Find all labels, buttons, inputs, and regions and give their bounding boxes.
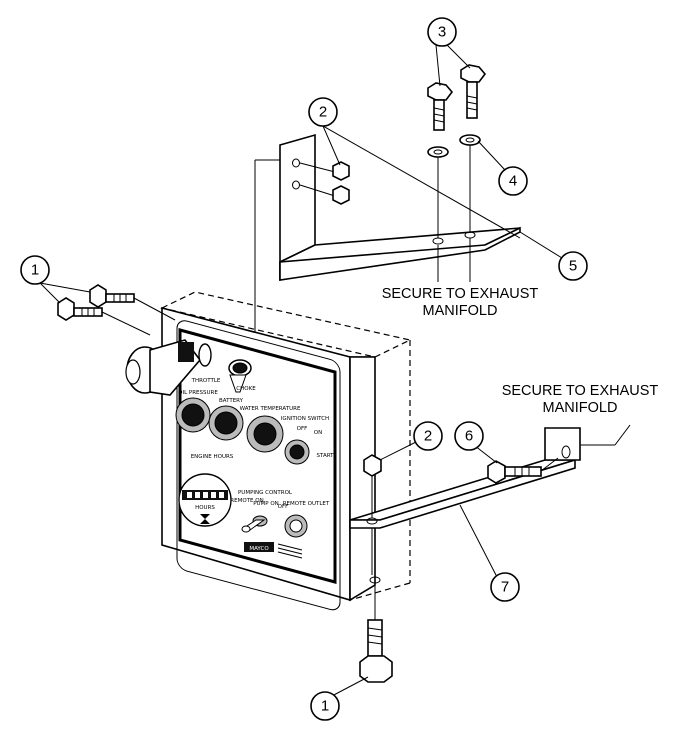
- svg-text:2: 2: [319, 104, 327, 121]
- oil-pressure-gauge: THROTTLE OIL PRESSURE: [175, 378, 221, 433]
- svg-text:ON: ON: [314, 430, 322, 436]
- svg-text:CHOKE: CHOKE: [236, 386, 256, 392]
- callout-6: 6: [454, 421, 484, 451]
- right-secure-note-line1: SECURE TO EXHAUST: [502, 383, 659, 399]
- bottom-hex-bolt: [359, 576, 393, 683]
- upper-secure-note-line2: MANIFOLD: [423, 303, 498, 319]
- upper-hex-bolts: [427, 64, 487, 131]
- upper-hex-nuts: [299, 161, 350, 205]
- callout-1-top: 1: [20, 255, 50, 285]
- remote-outlet: REMOTE OUTLET: [283, 501, 330, 538]
- control-box-enclosure: [160, 291, 412, 601]
- right-hex-bolt: [487, 457, 559, 484]
- callout-7: 7: [490, 572, 520, 602]
- svg-text:THROTTLE: THROTTLE: [191, 378, 221, 384]
- svg-text:WATER TEMPERATURE: WATER TEMPERATURE: [240, 406, 301, 412]
- svg-text:2: 2: [424, 428, 432, 445]
- ignition-switch: IGNITION SWITCH OFF ON START: [281, 416, 335, 465]
- water-temperature-gauge: WATER TEMPERATURE: [240, 406, 301, 453]
- upper-secure-note-line1: SECURE TO EXHAUST: [382, 286, 539, 302]
- battery-gauge: BATTERY: [208, 398, 244, 441]
- svg-text:BATTERY: BATTERY: [219, 398, 244, 404]
- svg-text:1: 1: [31, 262, 39, 279]
- svg-text:START: START: [317, 453, 335, 459]
- callout-5: 5: [558, 251, 588, 281]
- upper-mounting-bracket: [200, 133, 521, 346]
- pumping-control-switch: PUMPING CONTROL REMOTE ON PUMP ON OFF: [230, 490, 293, 533]
- svg-text:REMOTE OUTLET: REMOTE OUTLET: [283, 501, 330, 507]
- svg-text:7: 7: [501, 579, 509, 596]
- svg-text:OFF: OFF: [278, 504, 289, 510]
- throttle-knob: [125, 339, 212, 396]
- lock-washers: [427, 134, 481, 282]
- svg-text:5: 5: [569, 258, 577, 275]
- svg-text:MAYCO: MAYCO: [249, 546, 269, 552]
- choke-knob: CHOKE: [228, 359, 256, 393]
- svg-text:PUMPING CONTROL: PUMPING CONTROL: [238, 490, 293, 496]
- svg-text:3: 3: [438, 24, 446, 41]
- svg-text:6: 6: [465, 428, 473, 445]
- svg-text:ENGINE HOURS: ENGINE HOURS: [191, 454, 234, 460]
- svg-text:REMOTE ON: REMOTE ON: [230, 498, 263, 504]
- engine-hours-meter: ENGINE HOURS HOURS: [178, 454, 234, 527]
- callout-4: 4: [498, 166, 528, 196]
- svg-text:4: 4: [509, 173, 517, 190]
- svg-text:HOURS: HOURS: [195, 505, 215, 511]
- callout-2-right: 2: [413, 421, 443, 451]
- callout-2-top: 2: [308, 97, 338, 127]
- svg-text:1: 1: [321, 698, 329, 715]
- svg-text:PUMP ON: PUMP ON: [253, 501, 279, 507]
- callout-3: 3: [427, 17, 457, 47]
- callout-leaders: [39, 44, 563, 698]
- right-secure-note-line2: MANIFOLD: [543, 400, 618, 416]
- right-hex-nut: [363, 454, 382, 575]
- svg-text:IGNITION SWITCH: IGNITION SWITCH: [281, 416, 329, 422]
- svg-text:OIL PRESSURE: OIL PRESSURE: [178, 390, 218, 396]
- callout-1-bottom: 1: [310, 691, 340, 721]
- brand-label: MAYCO: [244, 542, 303, 559]
- left-hex-bolts: [57, 284, 176, 336]
- svg-text:OFF: OFF: [297, 426, 308, 432]
